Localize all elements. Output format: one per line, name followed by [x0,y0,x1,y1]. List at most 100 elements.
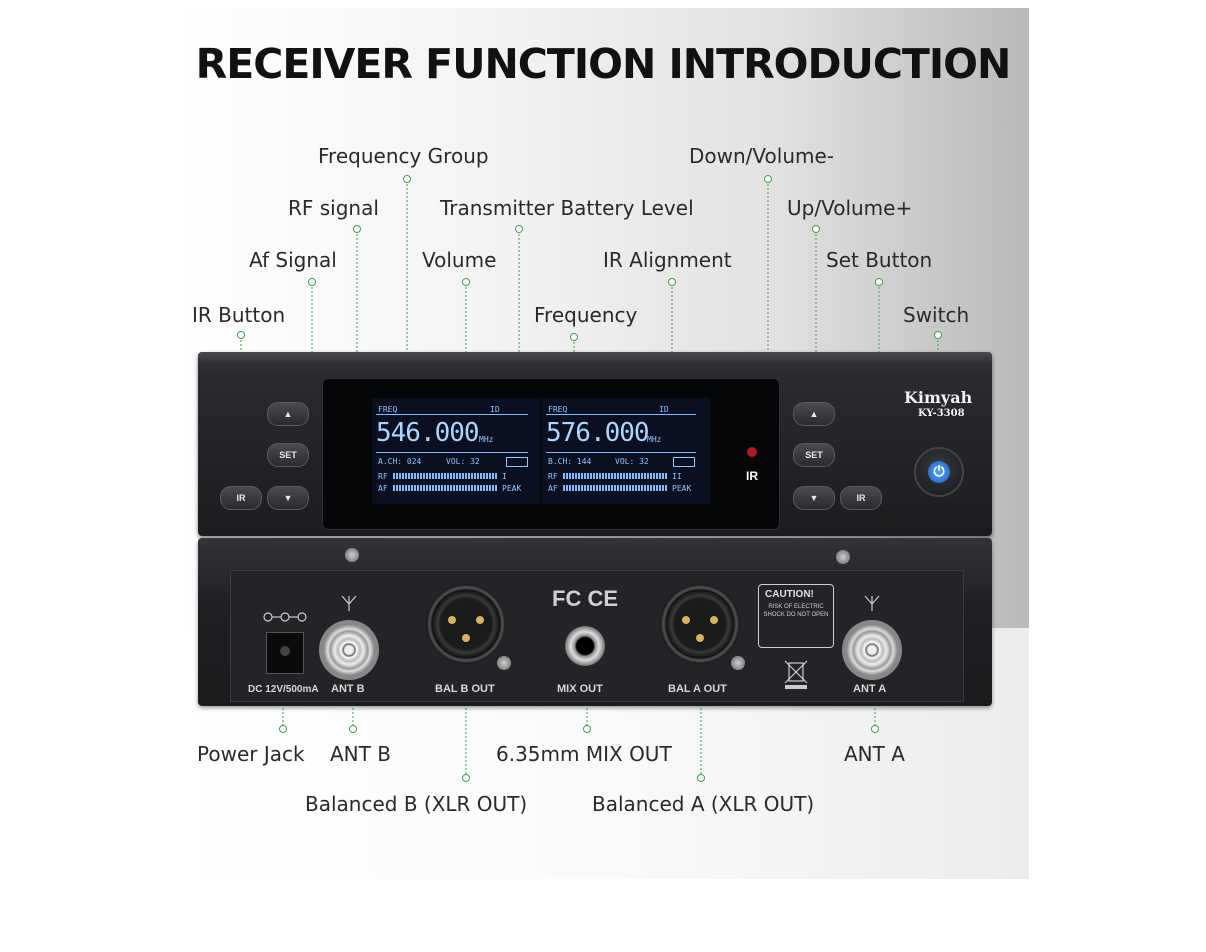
dot-bal-a [697,774,705,782]
right-ir-button[interactable]: IR [840,486,882,510]
dot-frequency-group [403,175,411,183]
lcd-right-battery-icon [673,457,695,467]
bal-b-xlr-connector[interactable] [426,584,506,664]
label-ant-b: ANT B [330,742,391,766]
antenna-b-icon [341,595,357,611]
power-icon: ⏻ [928,461,950,483]
label-volume: Volume [422,248,497,272]
bal-a-xlr-connector[interactable] [660,584,740,664]
xlr-pin [710,616,718,624]
lcd-left-marker: I [502,472,507,481]
lcd-right-freq-label: FREQ [548,405,568,414]
rear-label-bal-b: BAL B OUT [435,683,495,695]
label-ir-button: IR Button [192,303,286,327]
dot-rf-signal [353,225,361,233]
lcd-right-marker: II [672,472,682,481]
dot-power-jack [279,725,287,733]
label-balanced-a: Balanced A (XLR OUT) [592,792,815,816]
left-ir-button[interactable]: IR [220,486,262,510]
antenna-a-icon [864,595,880,611]
dot-ant-a [871,725,879,733]
power-jack[interactable] [266,632,304,674]
dot-switch [934,331,942,339]
dot-af-signal [308,278,316,286]
xlr-pin [476,616,484,624]
label-power-jack: Power Jack [197,742,305,766]
lcd-right-af-label: AF [548,484,558,493]
label-frequency: Frequency [534,303,638,327]
lcd-left-rf-meter [393,473,497,479]
xlr-pin [682,616,690,624]
lcd-left-volume: VOL: 32 [446,457,480,466]
power-jack-pin-icon [280,646,290,656]
lcd-left-channel: A.CH: 024 [378,457,422,466]
dot-ir-button [237,331,245,339]
weee-bin-icon [784,660,808,689]
lcd-left-rule-2 [376,452,528,453]
screw-right [836,550,850,564]
lcd-right-id-label: ID [659,405,669,414]
power-switch[interactable]: ⏻ [914,447,964,497]
lcd-left-rule [376,414,528,415]
label-ant-a: ANT A [844,742,905,766]
lcd-right-af-meter [563,485,667,491]
ir-sensor-icon [747,447,757,457]
label-rf-signal: RF signal [288,196,379,220]
model-number: KY-3308 [918,408,965,419]
lcd-left-unit: MHz [479,435,494,444]
xlr-pin [462,634,470,642]
screw-left [345,548,359,562]
xlr-pin [448,616,456,624]
label-down-volume: Down/Volume- [689,144,835,168]
dot-down [764,175,772,183]
label-mix-out: 6.35mm MIX OUT [496,742,672,766]
dot-up [812,225,820,233]
mix-out-jack[interactable] [565,626,605,666]
lcd-left-frequency: 546.000 [376,418,480,448]
caution-text: RISK OF ELECTRIC SHOCK DO NOT OPEN [763,604,829,618]
xlr-pin [696,634,704,642]
right-set-button[interactable]: SET [793,443,835,467]
dot-frequency [570,333,578,341]
dot-volume [462,278,470,286]
lcd-right-frequency: 576.000 [546,418,650,448]
lcd-right-volume: VOL: 32 [615,457,649,466]
dot-set [875,278,883,286]
dot-mix [583,725,591,733]
label-up-volume: Up/Volume+ [787,196,913,220]
receiver-top-edge [198,352,992,366]
brand-logo: Kimyah [904,388,973,407]
ir-window-label: IR [746,469,758,483]
left-down-button[interactable]: ▼ [267,486,309,510]
lcd-left-peak: PEAK [502,484,522,493]
caution-label: CAUTION! RISK OF ELECTRIC SHOCK DO NOT O… [758,584,834,648]
label-ir-alignment: IR Alignment [603,248,732,272]
lcd-left-id-label: ID [490,405,500,414]
caution-title: CAUTION! [765,589,814,600]
label-balanced-b: Balanced B (XLR OUT) [305,792,528,816]
left-set-button[interactable]: SET [267,443,309,467]
label-transmitter-battery: Transmitter Battery Level [440,196,694,220]
dot-battery [515,225,523,233]
lcd-right-unit: MHz [647,435,662,444]
rear-label-ant-a: ANT A [853,683,887,695]
ant-b-connector[interactable] [319,620,379,680]
left-up-button[interactable]: ▲ [267,402,309,426]
dot-ant-b [349,725,357,733]
lcd-left-freq-label: FREQ [378,405,398,414]
lcd-right-rule [546,414,696,415]
rear-label-mix: MIX OUT [557,683,603,695]
label-switch: Switch [903,303,970,327]
right-down-button[interactable]: ▼ [793,486,835,510]
dc-polarity-icon [263,612,307,622]
lcd-right-channel: B.CH: 144 [548,457,592,466]
ant-a-connector[interactable] [842,620,902,680]
fc-ce-logo: FC CE [552,586,618,611]
lcd-right-rf-meter [563,473,667,479]
right-up-button[interactable]: ▲ [793,402,835,426]
dot-bal-b [462,774,470,782]
label-frequency-group: Frequency Group [318,144,489,168]
lcd-left-rf-label: RF [378,472,388,481]
lcd-left-af-meter [393,485,497,491]
lcd-left-af-label: AF [378,484,388,493]
